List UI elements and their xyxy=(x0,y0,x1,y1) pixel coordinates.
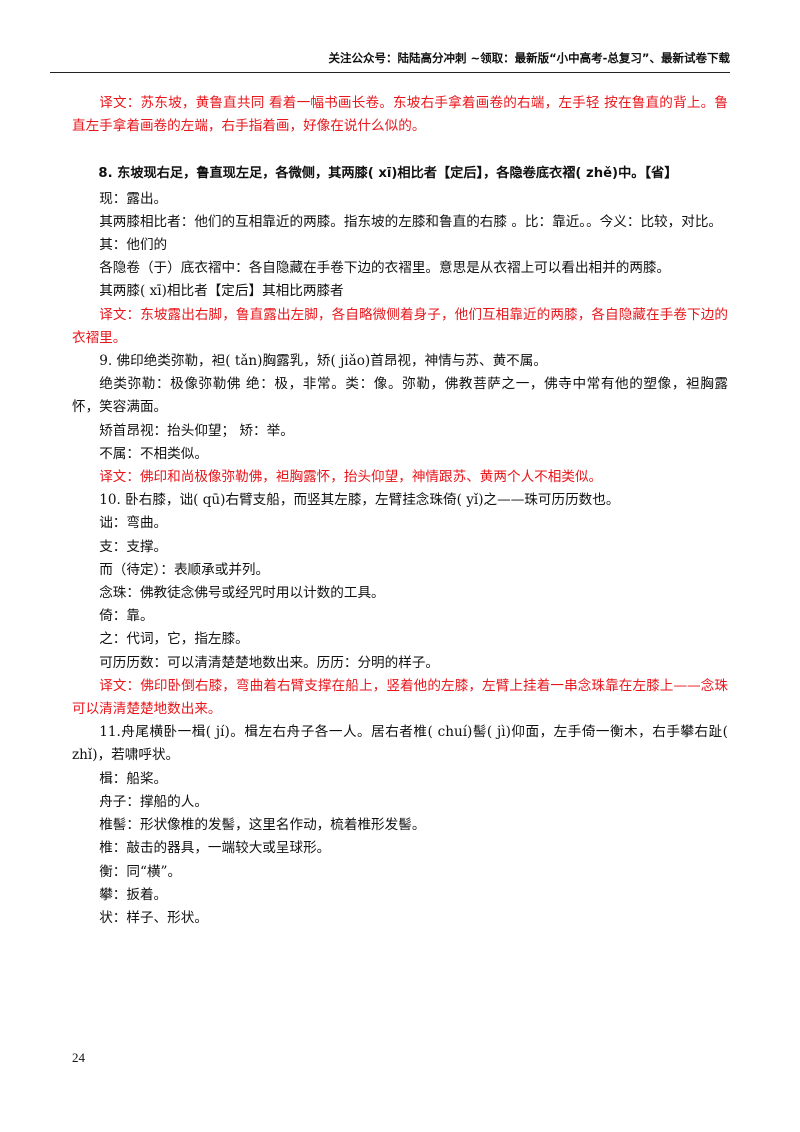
paragraph: 矫首昂视：抬头仰望； 矫：举。 xyxy=(99,422,294,439)
paragraph: 其：他们的 xyxy=(99,237,168,254)
paragraph: 10. 卧右膝，诎( qū)右臂支船，而竖其左膝，左臂挂念珠倚( yǐ)之——珠… xyxy=(99,492,620,509)
paragraph: 状：样子、形状。 xyxy=(99,909,208,926)
paragraph: 11.舟尾横卧一楫( jí)。楫左右舟子各一人。居右者椎( chuí)髻( jì… xyxy=(72,724,728,764)
paragraph: 而（待定）：表顺承或并列。 xyxy=(99,561,270,578)
document-body: 译文：苏东坡，黄鲁直共同 看着一幅书画长卷。东坡右手拿着画卷的右端，左手轻 按在… xyxy=(72,92,728,930)
page-number: 24 xyxy=(72,1050,85,1065)
paragraph: 其两膝相比者：他们的互相靠近的两膝。指东坡的左膝和鲁直的右膝 。比：靠近。。今义… xyxy=(99,213,723,230)
paragraph: 可历历数：可以清清楚楚地数出来。历历：分明的样子。 xyxy=(99,654,440,671)
paragraph: 译文：苏东坡，黄鲁直共同 看着一幅书画长卷。东坡右手拿着画卷的右端，左手轻 按在… xyxy=(72,95,728,135)
paragraph: 诎：弯曲。 xyxy=(99,515,168,532)
paragraph: 9. 佛印绝类弥勒，袒( tǎn)胸露乳，矫( jiǎo)首昂视，神情与苏、黄不… xyxy=(99,353,547,370)
paragraph: 楫：船桨。 xyxy=(99,770,168,787)
paragraph: 译文：佛印卧倒右膝，弯曲着右臂支撑在船上，竖着他的左膝，左臂上挂着一串念珠靠在左… xyxy=(72,677,728,718)
paragraph: 之：代词，它，指左膝。 xyxy=(99,631,249,648)
paragraph: 攀：扳着。 xyxy=(99,886,168,903)
paragraph: 舟子：撑船的人。 xyxy=(99,793,208,810)
paragraph: 译文：东坡露出右脚，鲁直露出左脚，各自略微侧着身子，他们互相靠近的两膝，各自隐藏… xyxy=(72,306,728,346)
paragraph: 念珠：佛教徒念佛号或经咒时用以计数的工具。 xyxy=(99,585,385,602)
paragraph: 椎：敲击的器具，一端较大或呈球形。 xyxy=(99,840,331,857)
paragraph: 现：露出。 xyxy=(99,190,168,207)
paragraph-heading: 8. 东坡现右足，鲁直现左足，各微侧，其两膝( xī)相比者【定后】，各隐卷底衣… xyxy=(98,166,678,182)
paragraph: 其两膝( xī)相比者【定后】其相比两膝者 xyxy=(99,283,344,300)
paragraph: 不属：不相类似。 xyxy=(99,445,208,462)
paragraph: 椎髻：形状像椎的发髻，这里名作动，梳着椎形发髻。 xyxy=(99,817,426,834)
paragraph: 各隐卷（于）底衣褶中：各自隐藏在手卷下边的衣褶里。意思是从衣褶上可以看出相并的两… xyxy=(99,260,671,277)
paragraph: 译文：佛印和尚极像弥勒佛，袒胸露怀，抬头仰望，神情跟苏、黄两个人不相类似。 xyxy=(99,469,603,486)
paragraph: 倚：靠。 xyxy=(99,608,154,625)
page-header: 关注公众号：陆陆高分冲刺 ~领取：最新版“小中高考-总复习”、最新试卷下载 xyxy=(50,50,730,73)
paragraph: 支：支撑。 xyxy=(99,538,168,555)
paragraph: 衡：同“横”。 xyxy=(99,863,182,880)
paragraph: 绝类弥勒：极像弥勒佛 绝：极，非常。类：像。弥勒，佛教菩萨之一，佛寺中常有他的塑… xyxy=(72,376,728,416)
